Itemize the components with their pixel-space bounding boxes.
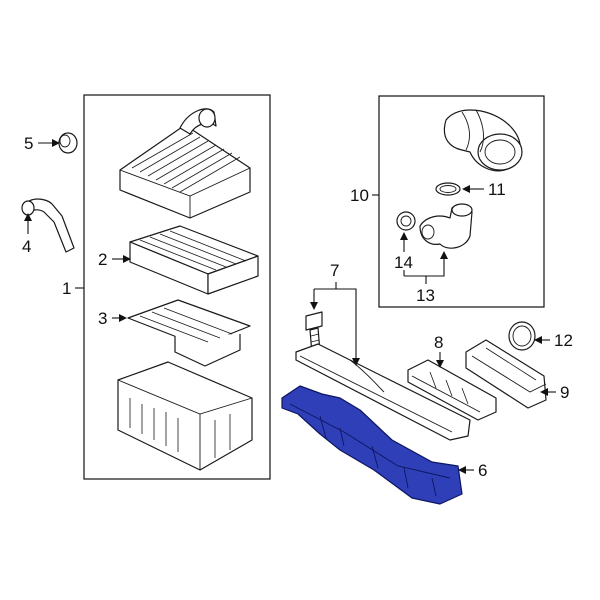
callout-labels: 1 2 3 4 5 6 7 8 9 10 11 12 13 14 [22, 134, 573, 480]
intake-hose-part-10 [443, 109, 523, 172]
callout-8: 8 [434, 333, 443, 352]
filter-insert-part-3 [127, 299, 251, 367]
callout-7: 7 [330, 261, 339, 280]
callout-6: 6 [478, 461, 487, 480]
callout-1: 1 [62, 279, 71, 298]
clamp-part-12 [508, 321, 536, 351]
air-cleaner-lower-housing [117, 361, 253, 471]
inlet-duct-part-9 [465, 339, 547, 409]
cap-part-5 [58, 132, 78, 154]
resonator-part-8 [407, 359, 497, 421]
air-duct-part-6-highlighted [281, 385, 463, 505]
callout-11: 11 [488, 180, 506, 199]
callout-14: 14 [394, 253, 413, 272]
leader-lines [24, 139, 556, 474]
group-box-1 [83, 94, 271, 480]
callout-3: 3 [98, 309, 107, 328]
elbow-part-13 [419, 203, 473, 249]
seal-part-14 [396, 211, 416, 231]
air-cleaner-cover [119, 108, 251, 219]
callout-4: 4 [22, 237, 31, 256]
duct-cover-part-7 [295, 343, 471, 441]
group-box-10 [378, 95, 545, 308]
callout-2: 2 [98, 250, 107, 269]
callout-13: 13 [416, 286, 435, 305]
callout-9: 9 [560, 383, 569, 402]
callout-12: 12 [554, 331, 573, 350]
air-filter-part-2 [129, 225, 259, 295]
callout-10: 10 [350, 186, 369, 205]
callout-5: 5 [24, 134, 33, 153]
clamp-part-11 [435, 182, 461, 196]
